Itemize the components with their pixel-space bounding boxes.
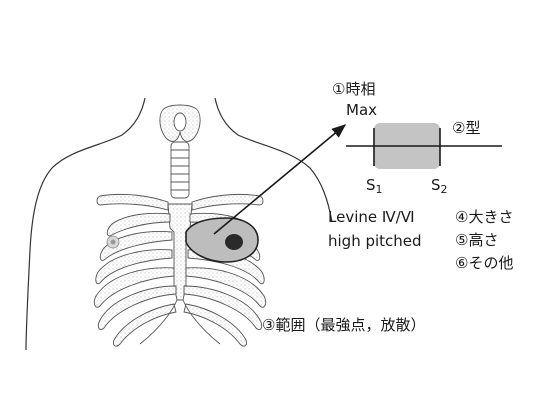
label-max: Max <box>346 101 377 119</box>
costal-margin <box>140 300 220 344</box>
label-location: ③範囲（最強点，放散） <box>262 316 425 334</box>
arrow-to-timing <box>214 125 345 234</box>
label-s2-base: S <box>431 176 441 194</box>
label-grade: Levine Ⅳ/Ⅵ <box>328 208 415 226</box>
label-s1: S1 <box>366 176 383 199</box>
apex-dark-spot <box>225 234 243 250</box>
label-pitch: ⑤高さ <box>455 231 498 249</box>
label-s2-sub: 2 <box>441 183 448 196</box>
label-s1-sub: 1 <box>376 183 383 196</box>
label-s2: S2 <box>431 176 448 199</box>
trachea <box>171 142 189 198</box>
label-shape: ②型 <box>452 119 480 137</box>
label-other: ⑥その他 <box>455 254 513 272</box>
label-loudness: ④大きさ <box>455 208 513 226</box>
label-s1-base: S <box>366 176 376 194</box>
thyroid <box>160 105 200 141</box>
label-pitch-desc: high pitched <box>328 232 422 250</box>
right-chest-spot <box>107 236 119 248</box>
label-timing: ①時相 <box>332 80 375 98</box>
